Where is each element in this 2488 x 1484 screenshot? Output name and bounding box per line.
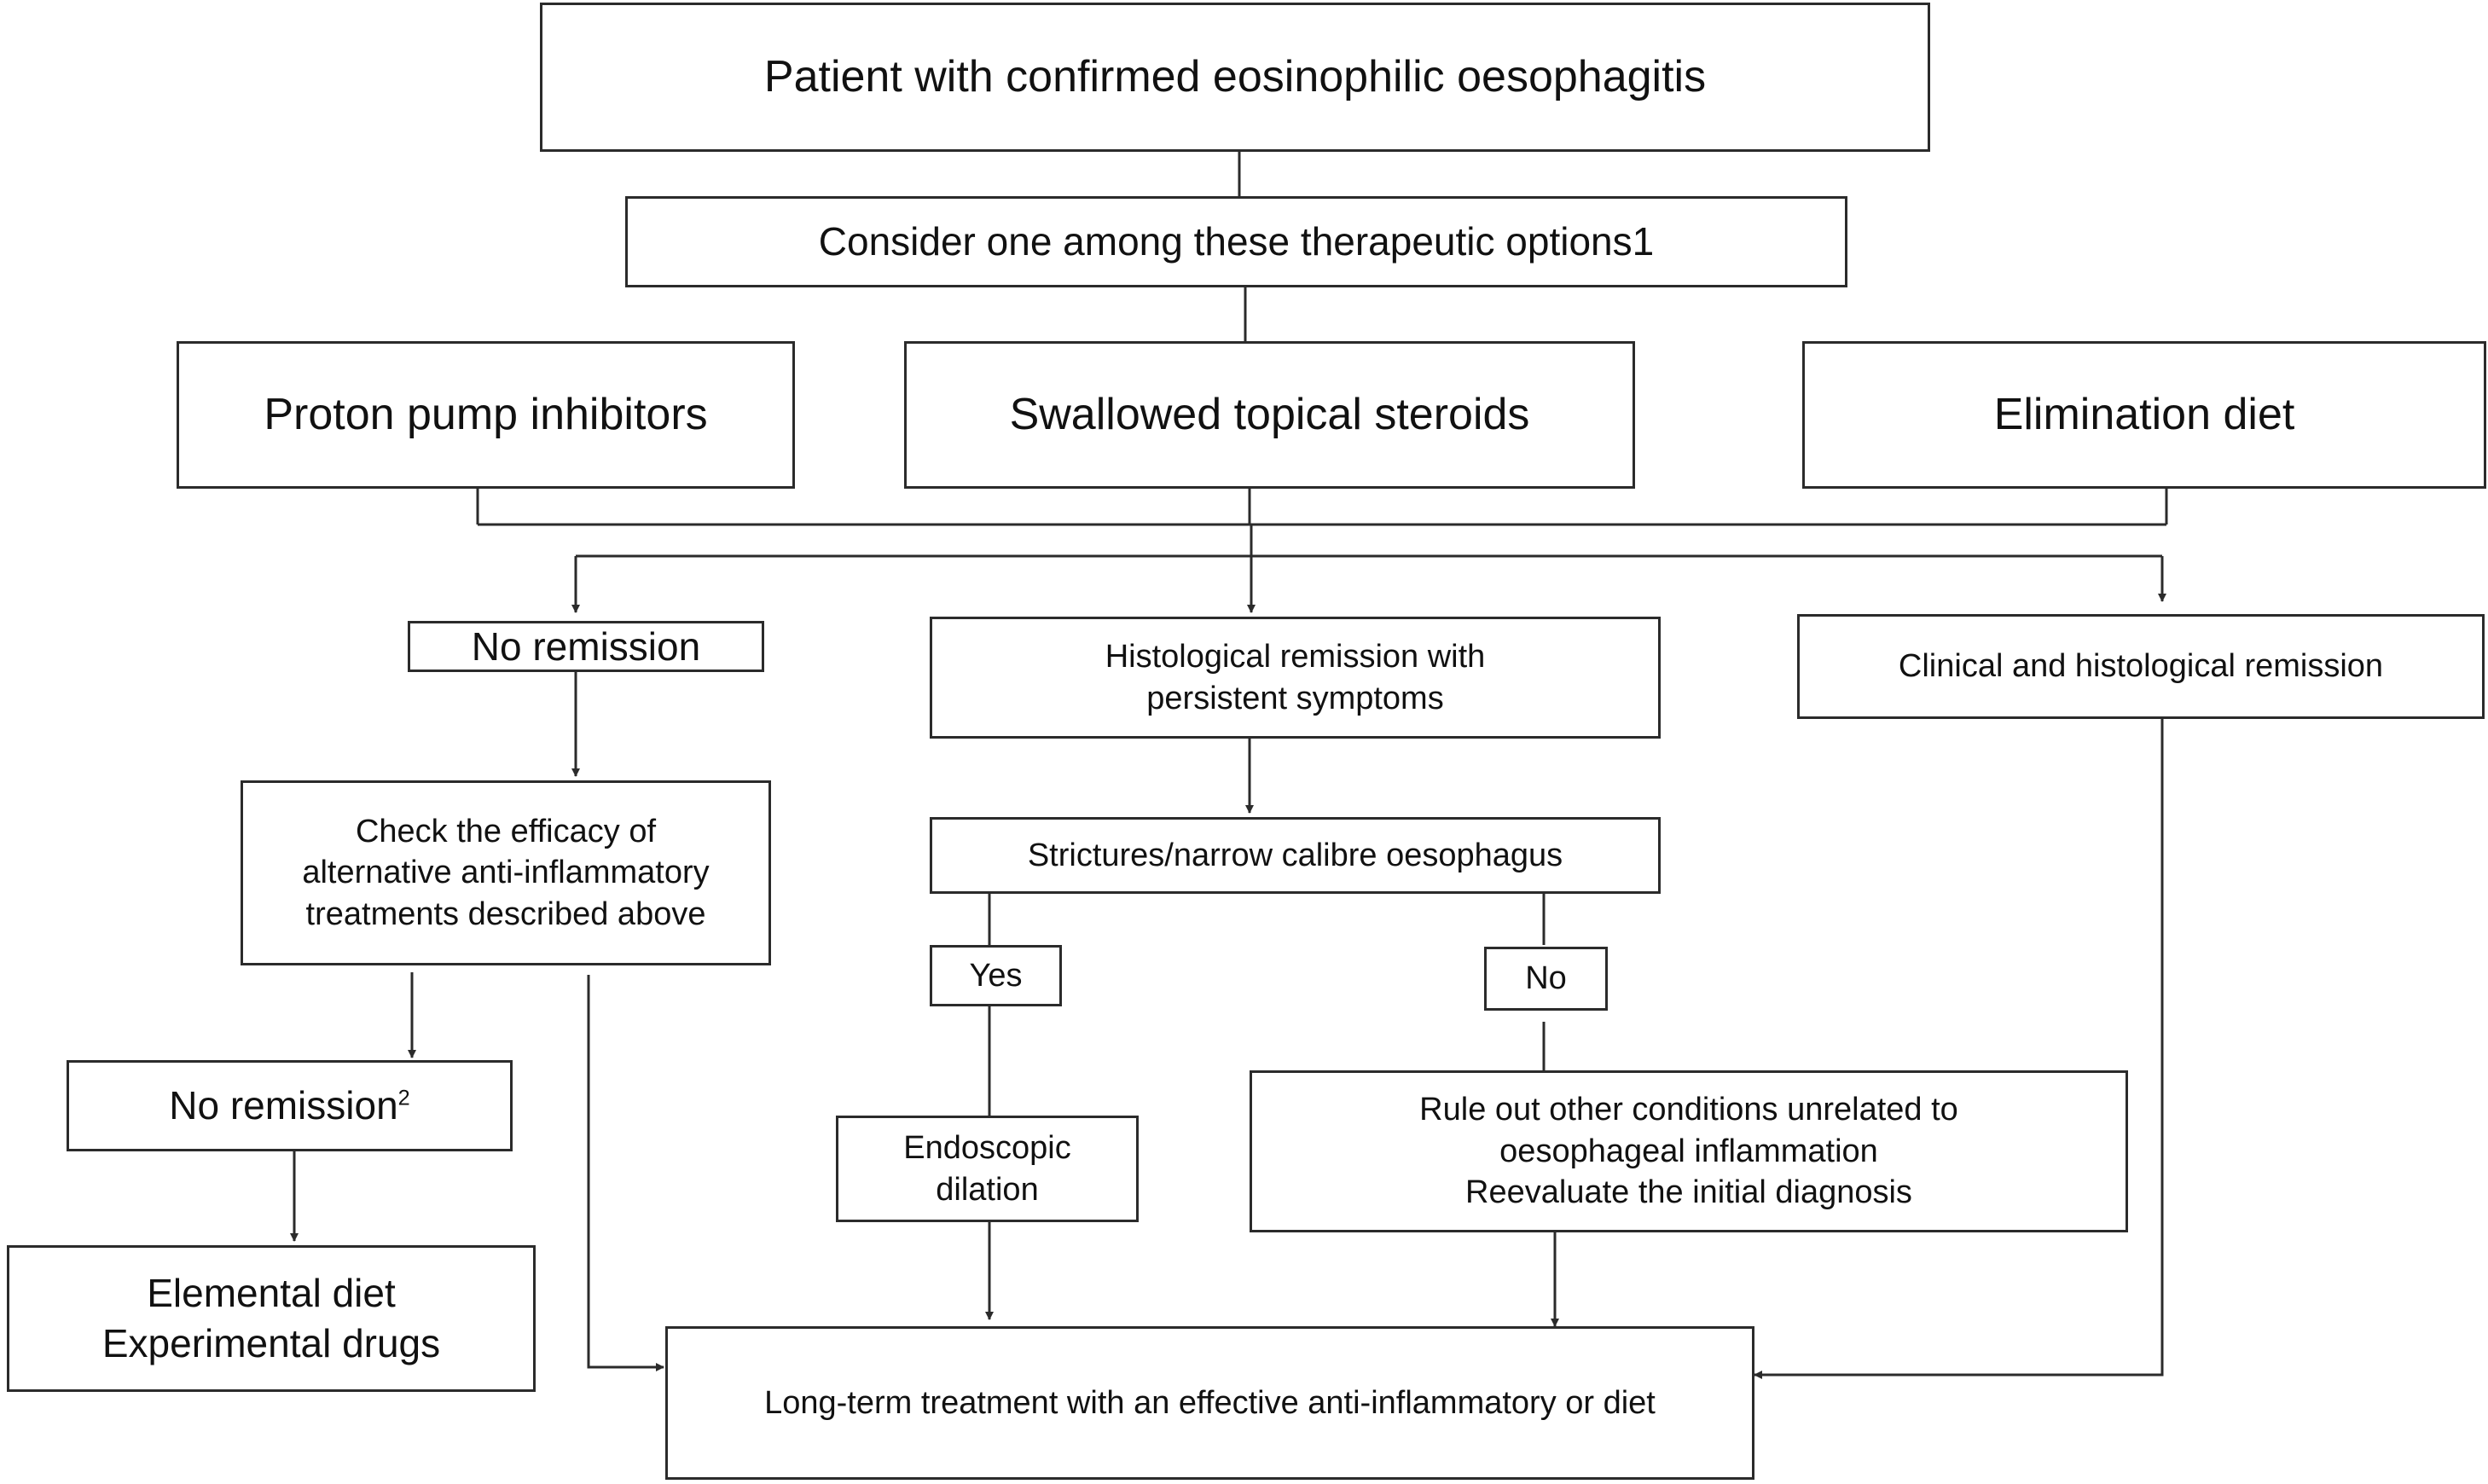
- node-option-steroids: Swallowed topical steroids: [904, 341, 1635, 489]
- node-dilation-line-2: dilation: [936, 1171, 1039, 1208]
- node-start: Patient with confirmed eosinophilic oeso…: [540, 3, 1930, 152]
- node-rule-out-line-2: oesophageal inflammation: [1499, 1133, 1878, 1169]
- node-consider: Consider one among these therapeutic opt…: [625, 196, 1847, 287]
- node-yes-text: Yes: [969, 957, 1023, 994]
- node-elemental-line-2: Experimental drugs: [101, 1321, 441, 1365]
- node-long-term-treatment: Long-term treatment with an effective an…: [665, 1326, 1754, 1480]
- arrow-check-to-long-term: [587, 975, 664, 1371]
- node-long-term-text: Long-term treatment with an effective an…: [764, 1384, 1656, 1421]
- node-endoscopic-dilation: Endoscopic dilation: [836, 1116, 1139, 1222]
- node-elemental: Elemental diet Experimental drugs: [7, 1245, 536, 1392]
- node-option-steroids-text: Swallowed topical steroids: [1009, 390, 1530, 440]
- node-option-diet-text: Elimination diet: [1993, 390, 2295, 440]
- node-strictures-text: Strictures/narrow calibre oesophagus: [1027, 837, 1563, 873]
- node-option-ppi-text: Proton pump inhibitors: [264, 390, 708, 440]
- node-no-remission-2-label: No remission: [169, 1083, 398, 1128]
- arrow-clinical-to-long-term: [1754, 719, 2164, 1379]
- node-check-line-2: alternative anti-inflammatory: [302, 855, 710, 891]
- node-elemental-line-1: Elemental diet: [147, 1271, 396, 1316]
- node-strictures: Strictures/narrow calibre oesophagus: [930, 817, 1661, 894]
- node-rule-out: Rule out other conditions unrelated to o…: [1250, 1070, 2128, 1232]
- node-no-remission-2: No remission2: [67, 1060, 513, 1151]
- node-rule-out-line-3: Reevaluate the initial diagnosis: [1465, 1174, 1912, 1211]
- node-check-line-3: treatments described above: [305, 896, 706, 932]
- node-dilation-line-1: Endoscopic: [903, 1129, 1071, 1166]
- node-rule-out-line-1: Rule out other conditions unrelated to: [1419, 1092, 1958, 1128]
- node-histological-remission: Histological remission with persistent s…: [930, 617, 1661, 739]
- node-check-line-1: Check the efficacy of: [355, 813, 657, 849]
- node-yes: Yes: [930, 945, 1062, 1006]
- node-check-efficacy: Check the efficacy of alternative anti-i…: [241, 780, 771, 965]
- node-clinical-remission-text: Clinical and histological remission: [1898, 648, 2384, 685]
- node-histological-line-2: persistent symptoms: [1146, 680, 1444, 716]
- node-histological-line-1: Histological remission with: [1105, 638, 1486, 675]
- node-option-ppi: Proton pump inhibitors: [177, 341, 795, 489]
- node-consider-text: Consider one among these therapeutic opt…: [818, 219, 1655, 264]
- node-no: No: [1484, 947, 1608, 1011]
- node-start-text: Patient with confirmed eosinophilic oeso…: [763, 52, 1707, 102]
- node-clinical-remission: Clinical and histological remission: [1797, 614, 2485, 719]
- node-no-remission-text: No remission: [471, 623, 701, 669]
- node-no-remission-2-text: No remission2: [169, 1081, 410, 1131]
- footnote-marker-2: 2: [397, 1086, 410, 1110]
- node-option-diet: Elimination diet: [1802, 341, 2486, 489]
- node-no-text: No: [1525, 960, 1567, 997]
- node-no-remission: No remission: [408, 621, 764, 672]
